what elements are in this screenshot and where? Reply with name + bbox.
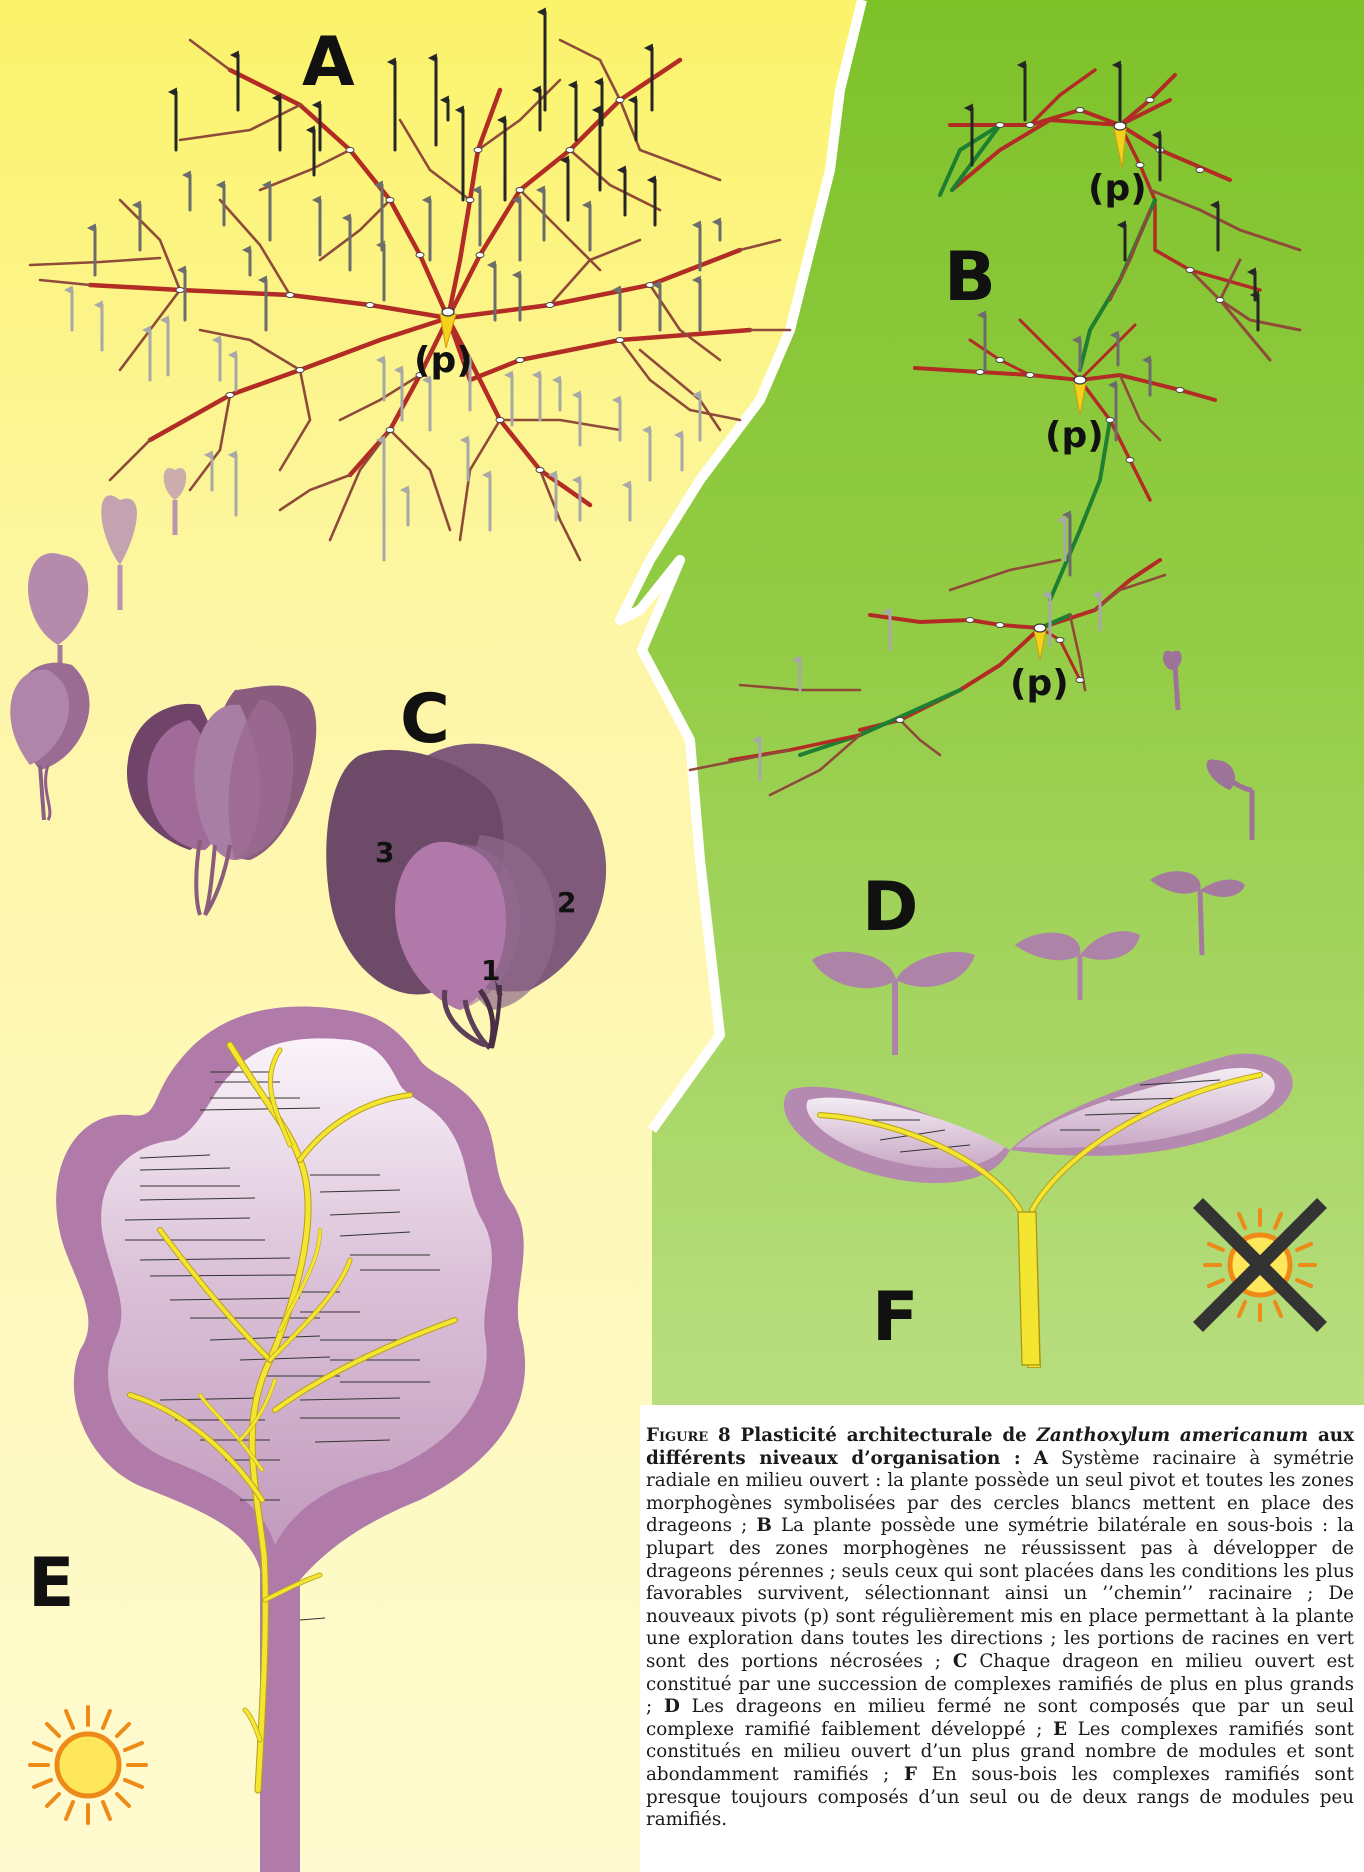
panel-a-label: A [302, 23, 355, 102]
panel-d-label: D [862, 868, 918, 947]
caption-species: Zanthoxylum americanum [1037, 1425, 1309, 1446]
sun-crossed-icon [1198, 1203, 1322, 1327]
caption-item-e-letter: E [1053, 1719, 1067, 1740]
panel-e-label: E [28, 1544, 74, 1623]
caption-item-b-text: La plante possède une symétrie bilatéral… [646, 1515, 1354, 1672]
pivot-label-b1: (p) [1088, 168, 1147, 209]
complex-number-1: 1 [481, 954, 500, 987]
caption-title-start: Plasticité architecturale de [741, 1425, 1027, 1446]
caption-item-d-letter: D [664, 1696, 680, 1717]
caption-item-b-letter: B [756, 1515, 771, 1536]
pivot-label-a: (p) [414, 340, 473, 381]
caption-item-c-letter: C [953, 1651, 968, 1672]
complex-number-2: 2 [557, 886, 576, 919]
sun-icon [30, 1707, 146, 1823]
pivot-label-b3: (p) [1010, 663, 1069, 704]
panel-b-label: B [944, 238, 996, 317]
caption-figure-number: 8 [718, 1425, 731, 1446]
pivot-label-b2: (p) [1045, 415, 1104, 456]
caption-figure-word: Figure [646, 1425, 708, 1446]
caption-item-f-letter: F [904, 1764, 917, 1785]
figure-caption: Figure 8 Plasticité architecturale de Za… [646, 1425, 1354, 1832]
panel-f-label: F [872, 1278, 918, 1357]
complex-number-3: 3 [375, 836, 394, 869]
panel-c-label: C [400, 680, 450, 759]
caption-item-a-letter: A [1034, 1448, 1048, 1469]
